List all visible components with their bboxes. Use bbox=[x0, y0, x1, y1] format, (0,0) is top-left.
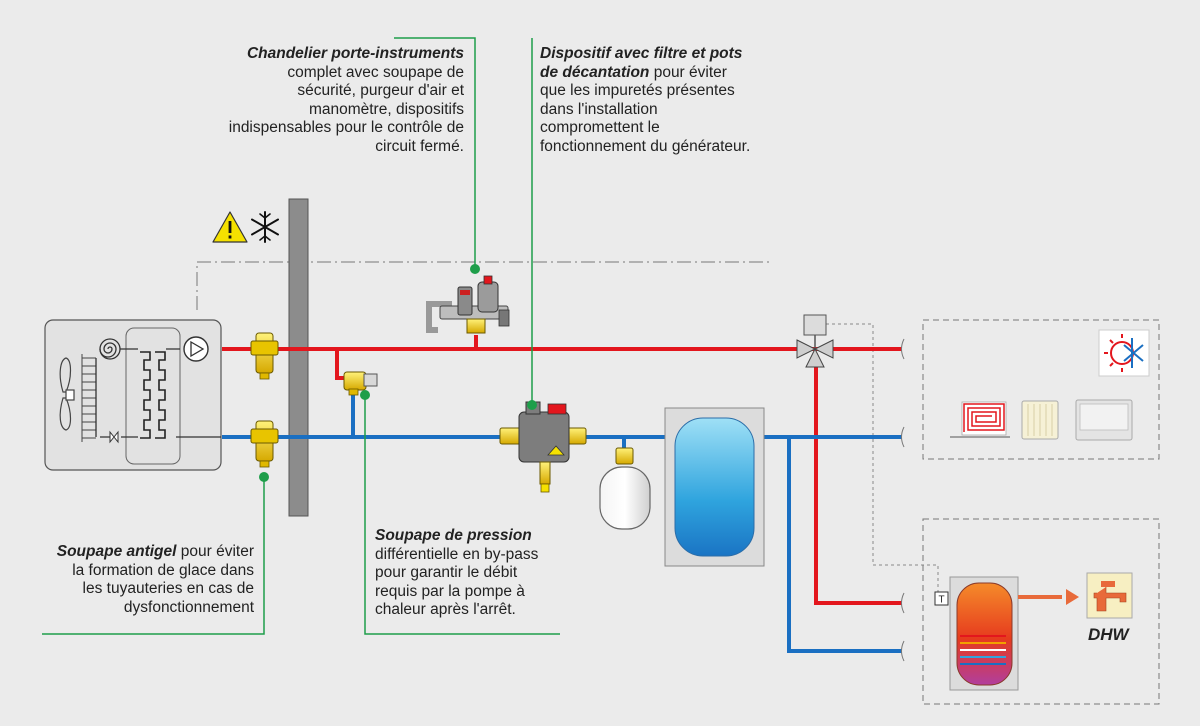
dhw-tank bbox=[934, 576, 1079, 691]
buffer-tank bbox=[664, 407, 765, 567]
snowflake-icon bbox=[251, 211, 279, 243]
annotation-dispositif-title: Dispositif avec filtre et pots bbox=[540, 45, 743, 62]
emitter-zone-box bbox=[922, 319, 1160, 460]
annotation-antigel-title: Soupape antigel bbox=[56, 543, 177, 560]
annotation-chandelier-line: indispensables pour le contrôle de bbox=[228, 119, 464, 136]
control-line bbox=[196, 261, 770, 310]
annotation-pression-line: chaleur après l'arrêt. bbox=[375, 601, 516, 618]
hot-cold-icon bbox=[1098, 329, 1150, 377]
annotation-pression-line: pour garantir le débit bbox=[375, 564, 518, 581]
annotation-antigel-line: la formation de glace dans bbox=[72, 561, 254, 579]
annotation-antigel-line: les tuyauteries en cas de bbox=[82, 580, 254, 597]
warning-icon bbox=[212, 211, 248, 243]
expansion-vessel bbox=[599, 447, 651, 530]
three-way-valve bbox=[796, 314, 834, 368]
annotation-antigel-line: dysfonctionnement bbox=[123, 598, 254, 616]
annotation-chandelier-title: Chandelier porte-instruments bbox=[246, 45, 464, 62]
annotation-pression-line: différentielle en by-pass bbox=[375, 545, 539, 563]
annotation-chandelier-line: manomètre, dispositifs bbox=[308, 100, 464, 118]
annotation-antigel-tail: pour éviter bbox=[176, 543, 254, 560]
fan-icon bbox=[59, 357, 75, 431]
annotation-dispositif-line: fonctionnement du générateur. bbox=[540, 137, 751, 155]
dirt-separator-filter bbox=[499, 401, 587, 493]
annotation-chandelier: Chandelier porte-instruments complet ave… bbox=[160, 45, 464, 156]
pipe-breaks bbox=[901, 338, 905, 662]
annotation-dispositif: Dispositif avec filtre et pots de décant… bbox=[540, 45, 840, 156]
instrument-chandelier bbox=[426, 275, 510, 334]
bypass-valve bbox=[343, 371, 378, 396]
leader-dots bbox=[259, 264, 537, 482]
annotation-dispositif-tail: pour éviter bbox=[649, 63, 727, 81]
tank-sensor-label: T bbox=[938, 595, 944, 606]
wall bbox=[288, 198, 309, 517]
annotation-dispositif-line: dans l'installation bbox=[540, 100, 658, 118]
fan-coil-icon bbox=[1075, 399, 1133, 441]
radiator-icon bbox=[1021, 400, 1059, 440]
sensor-line bbox=[826, 323, 939, 594]
annotation-chandelier-line: complet avec soupape de bbox=[287, 63, 464, 81]
annotation-dispositif-title: de décantation bbox=[540, 63, 650, 81]
underfloor-heating-icon bbox=[950, 401, 1010, 438]
leader-lines bbox=[42, 37, 560, 635]
annotation-antigel: Soupape antigel pour éviter la formation… bbox=[8, 543, 254, 617]
circulator-pump-icon bbox=[183, 336, 209, 362]
annotation-pression-line: requis par la pompe à bbox=[375, 582, 525, 600]
annotation-pression: Soupape de pression différentielle en by… bbox=[375, 527, 605, 620]
heat-exchanger bbox=[140, 351, 166, 439]
dhw-arrow-icon bbox=[1066, 589, 1079, 605]
tank-sensor bbox=[934, 591, 949, 606]
annotation-chandelier-line: circuit fermé. bbox=[375, 137, 464, 155]
antifreeze-valve-supply bbox=[250, 332, 279, 380]
dhw-label: DHW bbox=[1088, 625, 1129, 644]
antifreeze-valve-return bbox=[250, 420, 279, 468]
heat-pump-unit bbox=[44, 319, 222, 471]
annotation-dispositif-line: que les impuretés présentes bbox=[540, 82, 735, 99]
faucet-icon bbox=[1086, 572, 1133, 619]
annotation-chandelier-line: sécurité, purgeur d'air et bbox=[297, 82, 464, 99]
annotation-dispositif-line: compromettent le bbox=[540, 119, 660, 136]
expansion-valve-icon bbox=[109, 430, 119, 444]
annotation-pression-title: Soupape de pression bbox=[375, 527, 532, 544]
